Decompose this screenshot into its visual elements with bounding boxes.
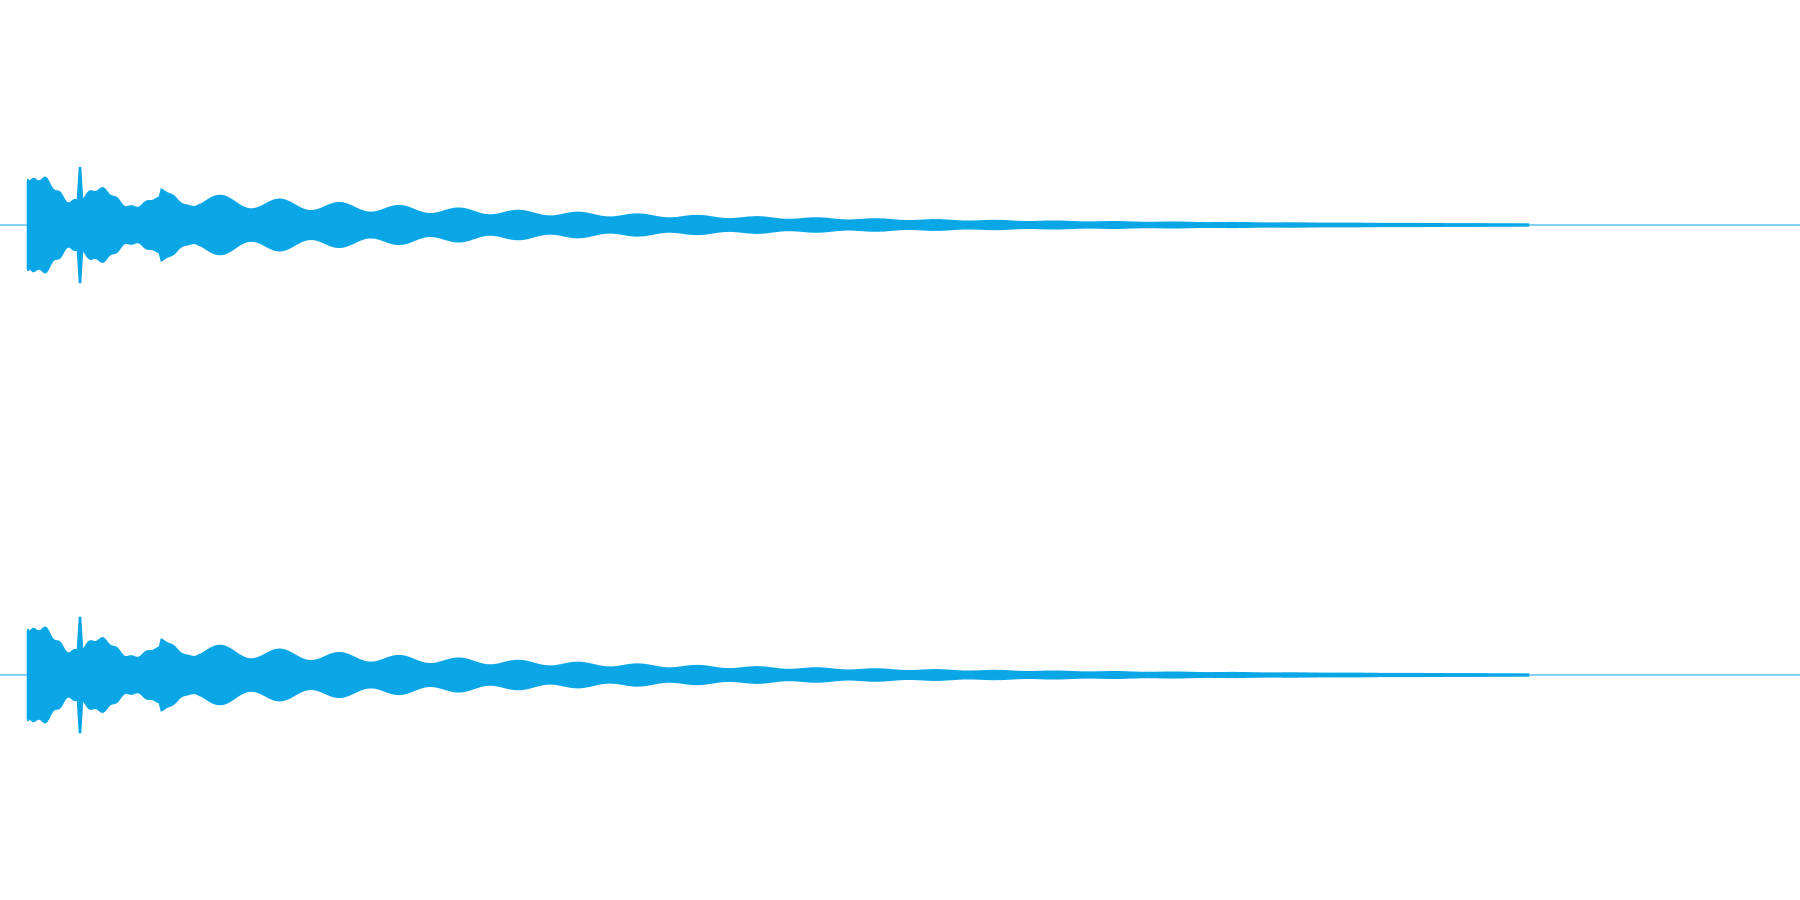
waveform-channel-2 [0, 616, 1800, 734]
waveform-channel-1 [0, 166, 1800, 284]
waveform-envelope [26, 166, 1530, 284]
waveform-envelope [26, 616, 1530, 734]
